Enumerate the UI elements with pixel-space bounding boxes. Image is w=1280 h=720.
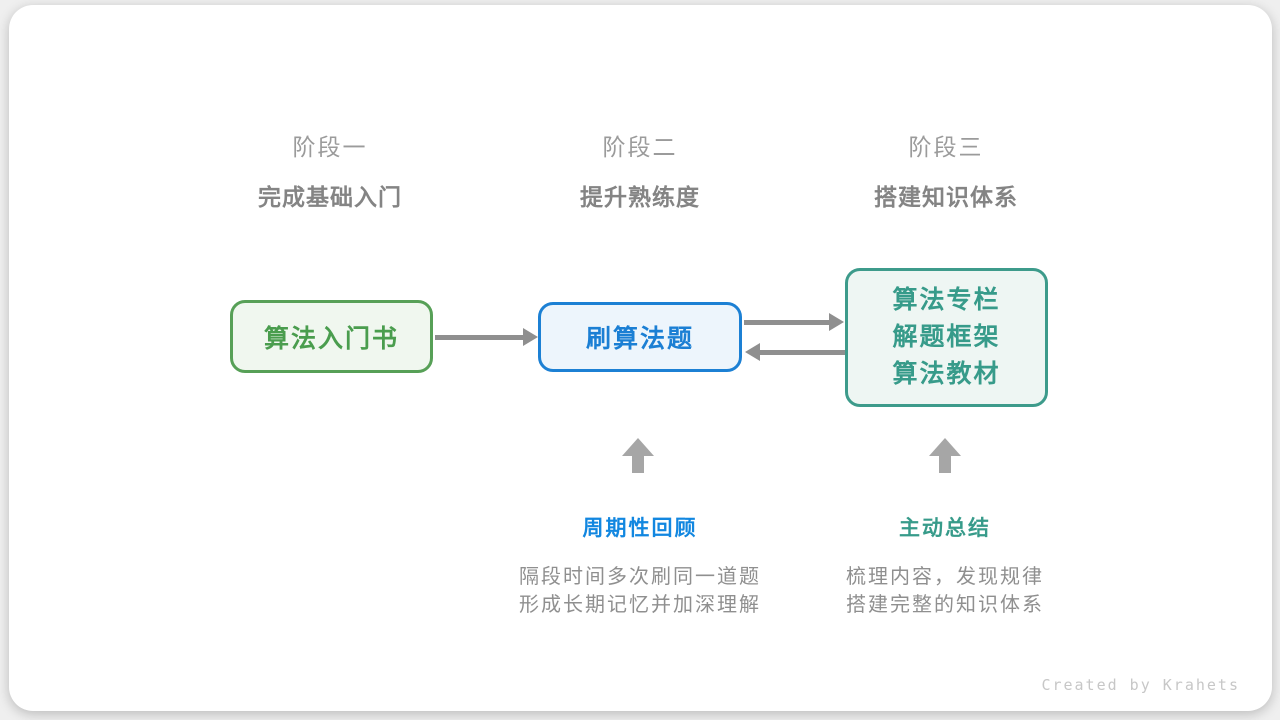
stage-3-subtitle: 搭建知识体系 xyxy=(874,184,1018,210)
callout-periodic-review-desc: 隔段时间多次刷同一道题 形成长期记忆并加深理解 xyxy=(475,563,805,619)
arrowhead-right-icon xyxy=(829,313,844,331)
callout-periodic-review: 周期性回顾 隔段时间多次刷同一道题 形成长期记忆并加深理解 xyxy=(475,512,805,619)
callout-periodic-review-desc-line-1: 隔段时间多次刷同一道题 xyxy=(519,566,761,588)
callout-active-summary-desc: 梳理内容，发现规律 搭建完整的知识体系 xyxy=(780,563,1110,619)
stage-3-header: 阶段三 搭建知识体系 xyxy=(806,128,1086,212)
arrow-right-icon xyxy=(435,328,538,346)
stage-2-subtitle: 提升熟练度 xyxy=(580,184,700,210)
up-arrow-triangle xyxy=(929,438,961,456)
node-intro-book-label: 算法入门书 xyxy=(263,324,399,353)
arrowhead-left-icon xyxy=(745,343,760,361)
stage-2-header: 阶段二 提升熟练度 xyxy=(500,128,780,212)
stage-1-subtitle: 完成基础入门 xyxy=(258,184,402,210)
callout-active-summary-title: 主动总结 xyxy=(899,517,991,540)
node-knowledge-resources: 算法专栏 解题框架 算法教材 xyxy=(845,268,1048,407)
arrowhead-right-icon xyxy=(523,328,538,346)
up-arrow-icon xyxy=(622,438,654,473)
up-arrow-triangle xyxy=(622,438,654,456)
node-practice-problems: 刷算法题 xyxy=(538,302,742,372)
callout-periodic-review-desc-line-2: 形成长期记忆并加深理解 xyxy=(519,594,761,616)
node-intro-book: 算法入门书 xyxy=(230,300,433,373)
callout-periodic-review-title: 周期性回顾 xyxy=(582,517,698,540)
arrow-left-icon xyxy=(745,343,845,361)
up-arrow-stem xyxy=(632,456,644,473)
node-knowledge-line-1: 算法专栏 xyxy=(892,286,1001,314)
stage-1-label: 阶段一 xyxy=(292,134,368,160)
callout-active-summary-desc-line-2: 搭建完整的知识体系 xyxy=(846,594,1044,616)
callout-active-summary-desc-line-1: 梳理内容，发现规律 xyxy=(846,566,1044,588)
node-practice-problems-label: 刷算法题 xyxy=(585,325,694,353)
stage-3-label: 阶段三 xyxy=(908,134,984,160)
arrow-right-icon xyxy=(744,313,844,331)
stage-1-header: 阶段一 完成基础入门 xyxy=(190,128,470,212)
up-arrow-stem xyxy=(939,456,951,473)
callout-active-summary: 主动总结 梳理内容，发现规律 搭建完整的知识体系 xyxy=(780,512,1110,619)
node-knowledge-line-3: 算法教材 xyxy=(892,360,1001,388)
stage-2-label: 阶段二 xyxy=(602,134,678,160)
up-arrow-icon xyxy=(929,438,961,473)
node-knowledge-line-2: 解题框架 xyxy=(892,323,1001,351)
credit-text: Created by Krahets xyxy=(1041,676,1240,694)
